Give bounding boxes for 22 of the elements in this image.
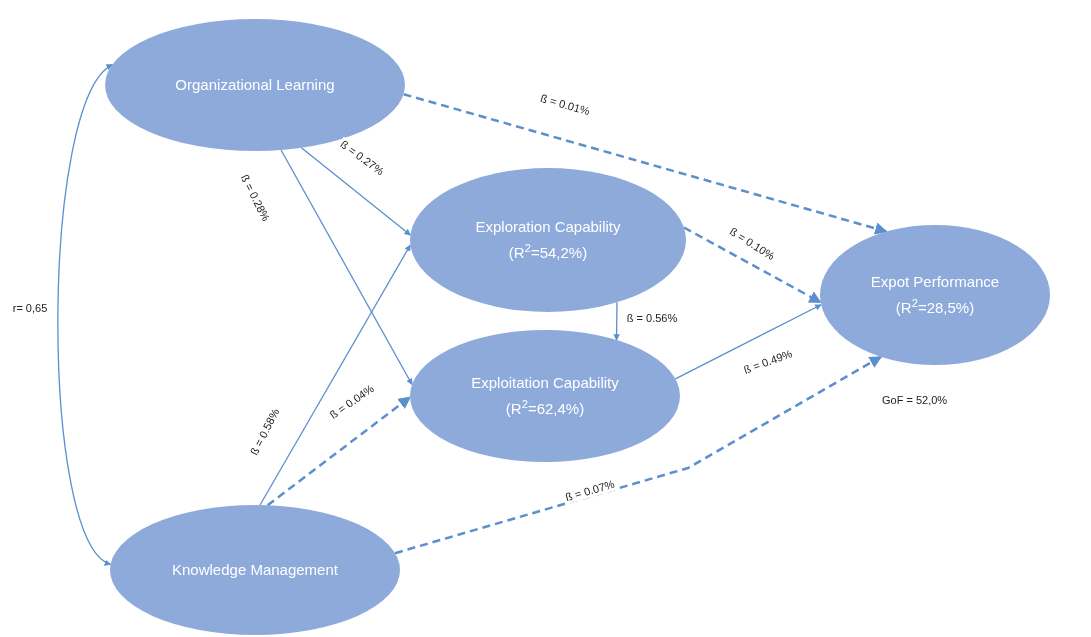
construct-name: Knowledge Management	[172, 560, 338, 580]
r-squared-value: (R$^{2}$=28,5%)	[895, 296, 975, 318]
arrow	[259, 244, 411, 506]
r-squared-value: (R$^{2}$=54,2%)	[508, 241, 588, 263]
dashed-arrow	[394, 355, 883, 555]
edge-label: r= 0,65	[10, 301, 50, 315]
dashed-arrow	[683, 226, 822, 304]
arrow	[613, 301, 620, 341]
construct-name: Expot Performance	[870, 272, 1000, 292]
arrow	[300, 147, 411, 236]
arrow	[280, 149, 413, 386]
construct-name: Organizational Learning	[175, 75, 335, 95]
arrow	[57, 63, 113, 565]
fit-index-label: GoF = 52,0%	[882, 393, 948, 408]
r-squared-value: (R$^{2}$=62,4%)	[505, 397, 585, 419]
construct-name: Exploitation Capability	[471, 373, 619, 393]
dashed-arrow	[403, 93, 888, 235]
arrow	[674, 304, 822, 380]
construct-name: Exploration Capability	[475, 217, 621, 237]
dashed-arrow	[266, 396, 411, 507]
edge-label: ß = 0.56%	[624, 311, 680, 325]
edge-label: ß = 0.07%	[562, 477, 618, 505]
